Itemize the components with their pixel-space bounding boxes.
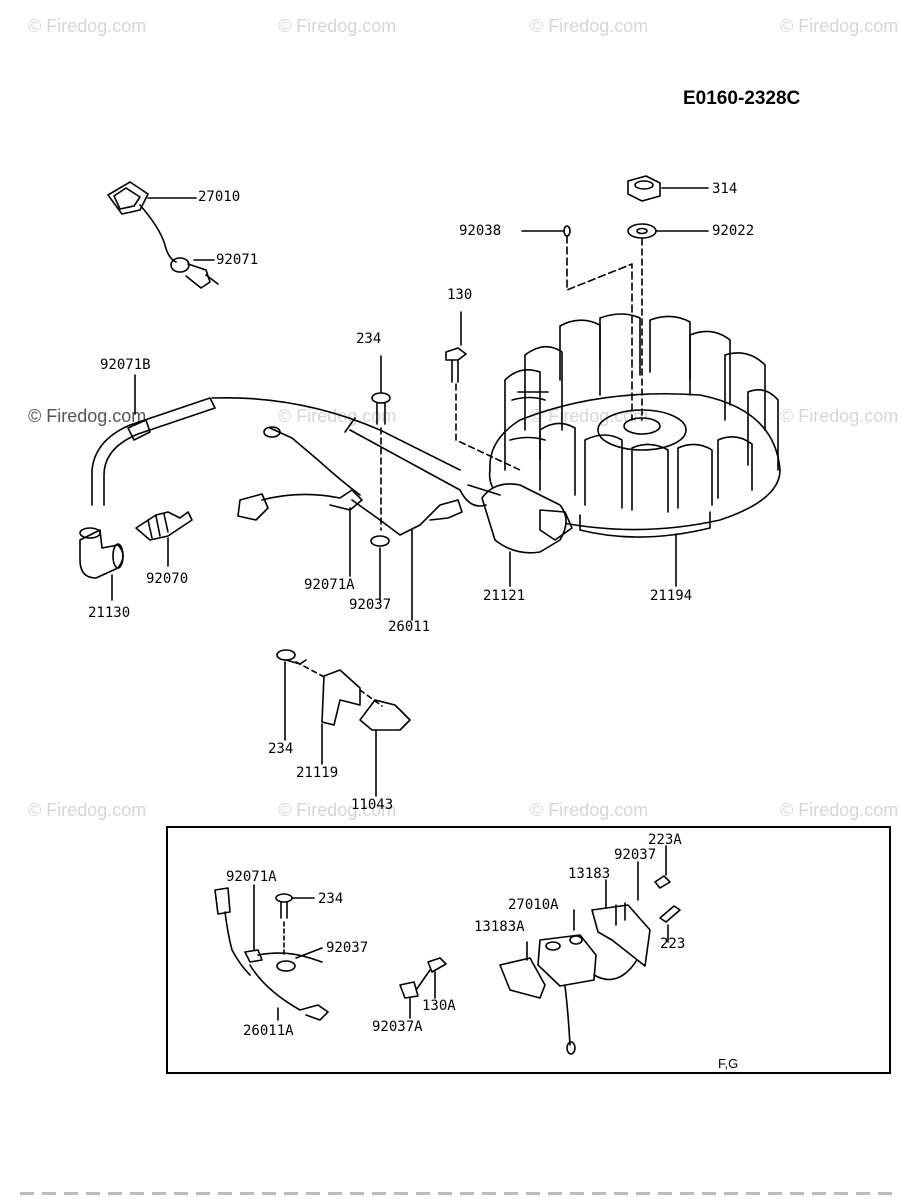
watermark-mid-2: © Firedog.com [278,406,397,426]
watermark-mid-1: © Firedog.com [28,406,147,426]
watermark-low-1: © Firedog.com [28,800,147,820]
watermark-top-1: © Firedog.com [28,16,147,36]
inset-screw-130a-drawing [399,957,447,999]
inset-label-13183a: 13183A [474,919,525,935]
inset-label-223: 223 [660,936,686,952]
label-92071b: 92071B [100,357,151,373]
label-130: 130 [447,287,473,303]
ignition-coil-drawing [211,396,573,554]
label-92038: 92038 [459,223,502,239]
watermark-top-3: © Firedog.com [530,16,649,36]
watermark-top-2: © Firedog.com [278,16,397,36]
diagram-code: E0160-2328C [683,88,801,109]
label-11043: 11043 [351,797,394,813]
fuel-line-drawing [91,397,216,506]
inset-label-92037-b: 92037 [614,847,657,863]
watermark-low-3: © Firedog.com [530,800,649,820]
label-234-top: 234 [356,331,382,347]
inset-label-26011a: 26011A [243,1023,294,1039]
inset-label-234: 234 [318,891,344,907]
label-27010: 27010 [198,189,241,205]
elbow-fitting-drawing [79,527,124,579]
watermark-mid-4: © Firedog.com [780,406,899,426]
label-21130: 21130 [88,605,131,621]
inset-label-130a: 130A [422,998,456,1014]
inset-lead-drawing [214,887,329,1021]
inset-label-92037a: 92037A [372,1019,423,1035]
label-21194: 21194 [650,588,693,604]
footer-strip [20,1192,900,1195]
flywheel-nut-drawing [627,175,661,202]
watermark-top-4: © Firedog.com [780,16,899,36]
label-92022: 92022 [712,223,755,239]
inset-tag: F,G [718,1056,739,1071]
inset-label-92071a: 92071A [226,869,277,885]
watermark-mid-3: © Firedog.com [530,406,649,426]
watermark-low-2: © Firedog.com [278,800,397,820]
stop-switch-drawing [107,181,219,289]
label-234-bracket: 234 [268,741,294,757]
label-92071: 92071 [216,252,259,268]
inset-label-223a: 223A [648,832,682,848]
label-26011: 26011 [388,619,431,635]
label-92071a: 92071A [304,577,355,593]
bolt-130-drawing [445,347,467,383]
label-21121: 21121 [483,588,526,604]
bracket-drawing [276,649,411,731]
spark-plug-drawing [135,511,193,541]
inset-label-27010a: 27010A [508,897,559,913]
label-92070: 92070 [146,571,189,587]
inset-panel [166,826,891,1074]
inset-switch-drawing [499,875,681,1055]
washer-drawing [627,223,657,239]
watermark-low-4: © Firedog.com [780,800,899,820]
inset-label-92037: 92037 [326,940,369,956]
label-92037: 92037 [349,597,392,613]
spark-plug-cap-drawing [237,426,463,547]
label-314: 314 [712,181,738,197]
inset-label-13183: 13183 [568,866,611,882]
screw-234-drawing [371,392,391,425]
label-21119: 21119 [296,765,339,781]
